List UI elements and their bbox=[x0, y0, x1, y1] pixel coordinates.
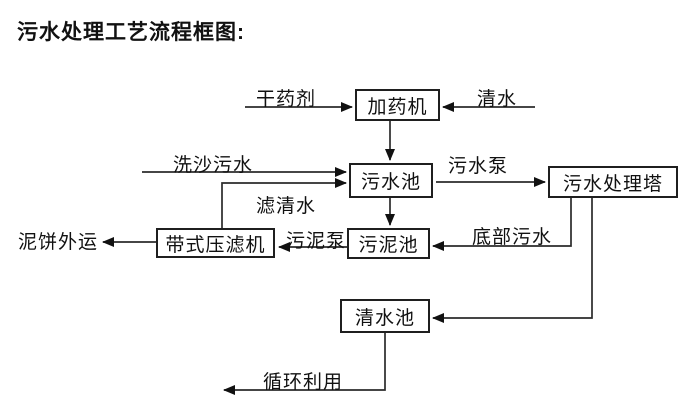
node-sludge-pool: 污泥池 bbox=[347, 228, 430, 259]
node-clean-water-pool: 清水池 bbox=[340, 299, 430, 333]
edge-label-recycling: 循环利用 bbox=[263, 372, 344, 393]
node-belt-filter-press: 带式压滤机 bbox=[156, 228, 275, 258]
edge-label-clean-water: 清水 bbox=[477, 89, 518, 110]
edge-label-bottom-sewage: 底部污水 bbox=[472, 227, 553, 248]
edge-label-sewage-pump: 污水泵 bbox=[448, 156, 509, 177]
node-dosing-machine: 加药机 bbox=[355, 89, 440, 121]
edge-label-sludge-pump: 污泥泵 bbox=[286, 231, 347, 252]
edge-label-sand-washing-sewage: 洗沙污水 bbox=[173, 155, 254, 176]
node-sewage-pool: 污水池 bbox=[349, 163, 433, 198]
node-sewage-treatment-tower: 污水处理塔 bbox=[548, 166, 678, 198]
edge-label-mud-cake-outbound: 泥饼外运 bbox=[18, 232, 99, 253]
diagram-title: 污水处理工艺流程框图: bbox=[17, 21, 245, 44]
edge-label-dry-chemical: 干药剂 bbox=[256, 89, 317, 110]
arrow-tower-to-clean-pool bbox=[432, 198, 593, 323]
edge-label-filtered-water: 滤清水 bbox=[256, 196, 317, 217]
